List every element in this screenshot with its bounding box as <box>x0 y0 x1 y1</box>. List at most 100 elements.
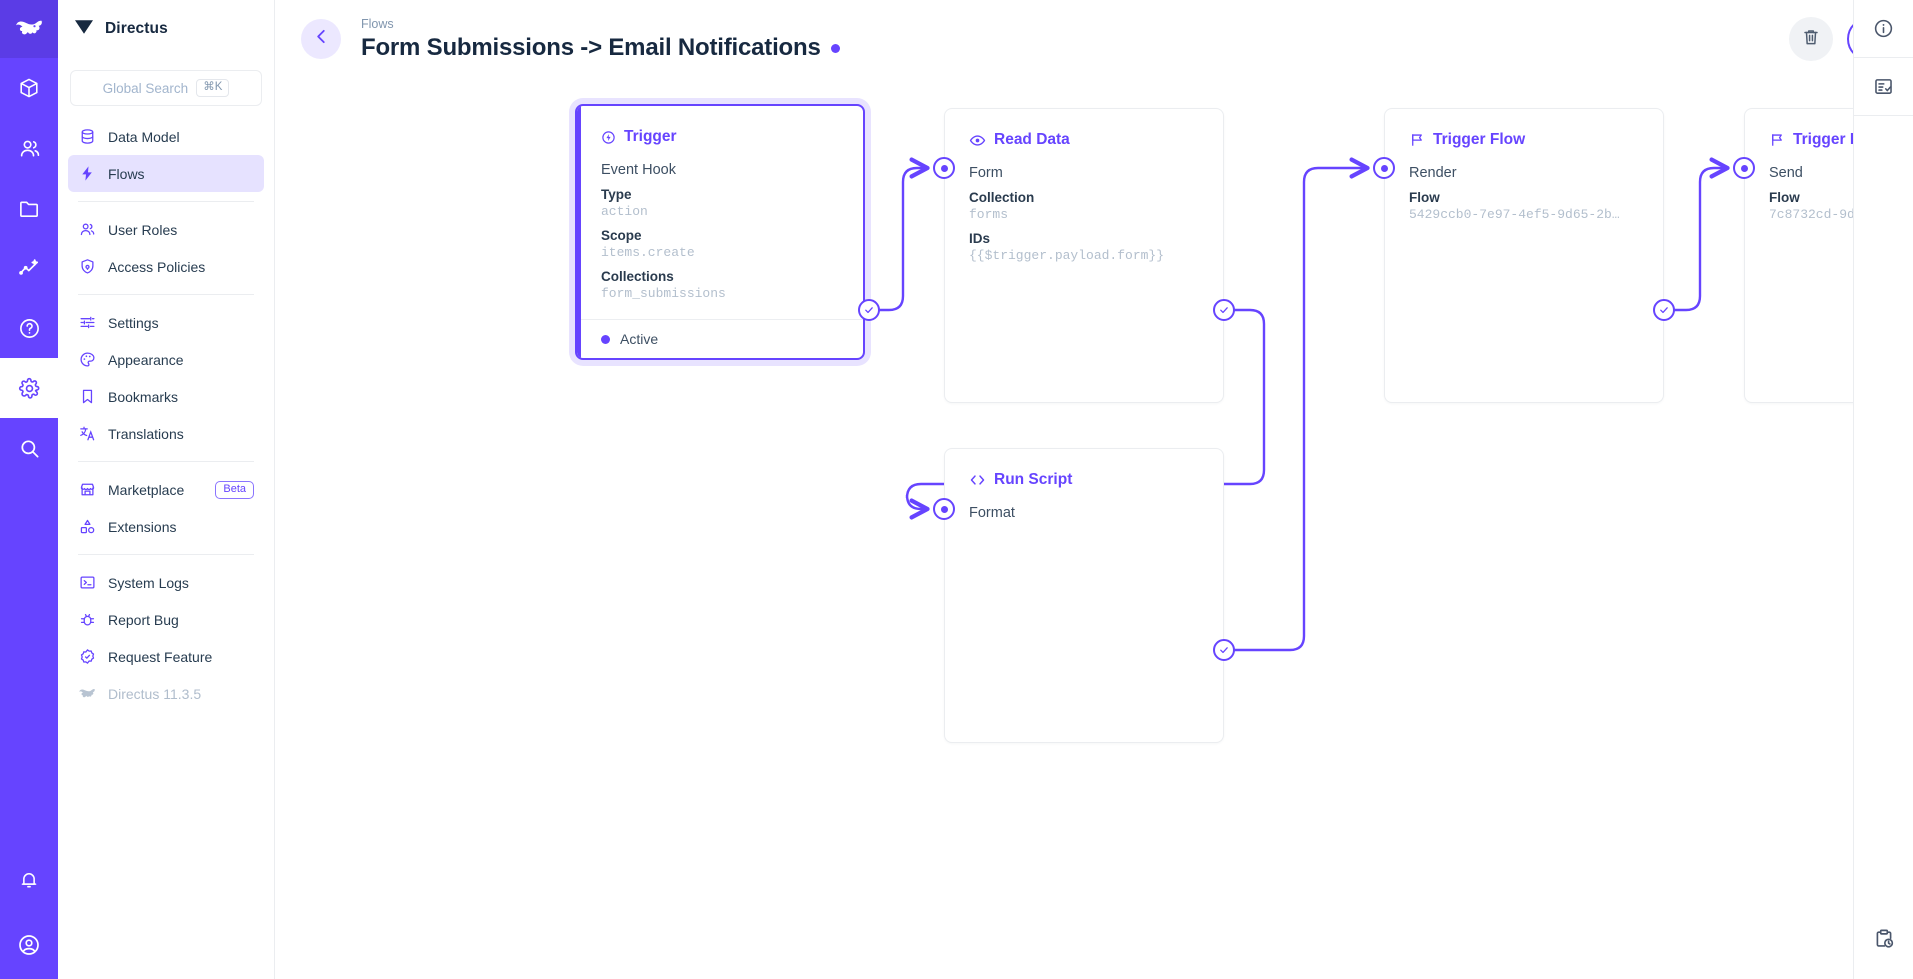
title-block: Flows Form Submissions -> Email Notifica… <box>361 16 840 62</box>
sidebar-item-extensions[interactable]: Extensions <box>68 508 264 545</box>
field-key: Scope <box>601 228 642 243</box>
breadcrumb[interactable]: Flows <box>361 16 394 31</box>
sidebar-item-bookmarks[interactable]: Bookmarks <box>68 378 264 415</box>
flow-node-run-script[interactable]: Run Script Format <box>944 448 1224 743</box>
sidebar-item-system-logs[interactable]: System Logs <box>68 564 264 601</box>
terminal-icon <box>78 574 96 591</box>
palette-icon <box>78 351 96 368</box>
activity-clipboard-clock-icon[interactable] <box>1854 899 1913 979</box>
arrow-left-icon <box>311 26 332 52</box>
search-icon[interactable] <box>0 418 58 478</box>
bug-icon <box>78 611 96 628</box>
sidebar-divider <box>78 554 254 555</box>
port-input-run-script[interactable] <box>933 498 955 520</box>
sidebar-item-flows[interactable]: Flows <box>68 155 264 192</box>
node-header-label: Trigger <box>624 128 677 145</box>
status-label: Active <box>620 331 659 347</box>
port-input-trigger-flow-render[interactable] <box>1373 157 1395 179</box>
notifications-bell-icon[interactable] <box>0 850 58 910</box>
right-sidebar <box>1853 0 1913 979</box>
flow-node-trigger-flow-send[interactable]: Trigger Flow Send Flow 7c8732cd-9d9e-44b… <box>1744 108 1853 403</box>
flow-logs-icon[interactable] <box>1854 58 1913 115</box>
port-core <box>1380 164 1388 172</box>
field-key: Flow <box>1409 190 1440 205</box>
bookmark-icon <box>78 388 96 405</box>
flow-status-dot <box>830 43 840 53</box>
node-header: Run Script <box>969 471 1199 489</box>
port-output-trigger[interactable] <box>858 299 880 321</box>
field-value: action <box>601 204 648 219</box>
node-header-label: Trigger Flow <box>1433 131 1526 148</box>
node-body: Run Script Format <box>945 449 1223 545</box>
field-value: items.create <box>601 245 695 260</box>
users-icon[interactable] <box>0 118 58 178</box>
account-avatar-icon[interactable] <box>0 911 58 979</box>
port-output-run-script[interactable] <box>1213 639 1235 661</box>
translate-icon <box>78 425 96 442</box>
node-subtitle: Format <box>969 505 1015 521</box>
sidebar-item-request-feature[interactable]: Request Feature <box>68 638 264 675</box>
port-input-trigger-flow-send[interactable] <box>1733 157 1755 179</box>
sidebar-item-user-roles[interactable]: User Roles <box>68 211 264 248</box>
lightning-bolt-icon <box>78 165 96 182</box>
files-folder-icon[interactable] <box>0 178 58 238</box>
directus-rabbit-icon <box>78 687 96 701</box>
field-key: Collections <box>601 269 674 284</box>
sidebar-divider <box>78 461 254 462</box>
status-dot <box>601 334 610 344</box>
sliders-icon <box>78 314 96 331</box>
users-icon <box>78 221 96 238</box>
rail-divider <box>1853 57 1913 58</box>
field-key: Collection <box>969 190 1035 205</box>
help-question-icon[interactable] <box>0 298 58 358</box>
flow-node-trigger-flow-render[interactable]: Trigger Flow Render Flow 5429ccb0-7e97-4… <box>1384 108 1664 403</box>
storefront-icon <box>78 481 96 498</box>
flag-icon <box>1409 132 1425 148</box>
directus-logo-icon[interactable] <box>0 0 58 58</box>
sidebar-item-settings[interactable]: Settings <box>68 304 264 341</box>
flow-canvas[interactable]: Trigger Event Hook Type action Scope ite… <box>275 78 1853 979</box>
sidebar-item-appearance[interactable]: Appearance <box>68 341 264 378</box>
sidebar-item-label: Translations <box>108 425 184 442</box>
node-header: Trigger Flow <box>1409 131 1639 149</box>
eye-icon <box>969 132 986 149</box>
sidebar-title: Directus <box>105 20 168 37</box>
node-header: Read Data <box>969 131 1199 149</box>
content-box-icon[interactable] <box>0 58 58 118</box>
flow-node-trigger[interactable]: Trigger Event Hook Type action Scope ite… <box>575 104 865 360</box>
info-icon[interactable] <box>1854 0 1913 57</box>
sidebar-item-translations[interactable]: Translations <box>68 415 264 452</box>
global-search-input[interactable]: Global Search ⌘K <box>70 70 262 106</box>
shield-lock-icon <box>78 258 96 275</box>
sidebar-item-marketplace[interactable]: Marketplace Beta <box>68 471 264 508</box>
sidebar-item-label: System Logs <box>108 574 189 591</box>
trigger-bolt-circle-icon <box>601 130 616 145</box>
global-search-placeholder: Global Search <box>102 80 189 96</box>
port-output-trigger-flow-render[interactable] <box>1653 299 1675 321</box>
sidebar-item-report-bug[interactable]: Report Bug <box>68 601 264 638</box>
back-button[interactable] <box>301 19 341 59</box>
sidebar-item-label: Settings <box>108 314 159 331</box>
node-body: Trigger Flow Render Flow 5429ccb0-7e97-4… <box>1385 109 1663 240</box>
sidebar-item-label: Marketplace <box>108 481 185 498</box>
delete-flow-button[interactable] <box>1789 17 1833 61</box>
sidebar-item-data-model[interactable]: Data Model <box>68 118 264 155</box>
node-subtitle: Send <box>1769 165 1803 181</box>
field-value: form_submissions <box>601 286 726 301</box>
directus-mark-icon <box>74 19 94 40</box>
port-core <box>940 164 948 172</box>
node-header-label: Read Data <box>994 131 1070 148</box>
settings-gear-icon[interactable] <box>0 358 58 418</box>
port-input-read-data[interactable] <box>933 157 955 179</box>
node-header-label: Run Script <box>994 471 1073 488</box>
sidebar-item-access-policies[interactable]: Access Policies <box>68 248 264 285</box>
port-output-read-data[interactable] <box>1213 299 1235 321</box>
sidebar-item-label: Request Feature <box>108 648 213 665</box>
node-body: Read Data Form Collection forms IDs {{$t… <box>945 109 1223 281</box>
flow-node-read-data[interactable]: Read Data Form Collection forms IDs {{$t… <box>944 108 1224 403</box>
sidebar-nav-list: Data Model Flows User Roles Access Polic… <box>58 110 274 712</box>
field-key: IDs <box>969 231 991 246</box>
insights-chart-icon[interactable] <box>0 238 58 298</box>
node-subtitle: Event Hook <box>601 162 676 178</box>
main-area: Flows Form Submissions -> Email Notifica… <box>275 0 1913 979</box>
